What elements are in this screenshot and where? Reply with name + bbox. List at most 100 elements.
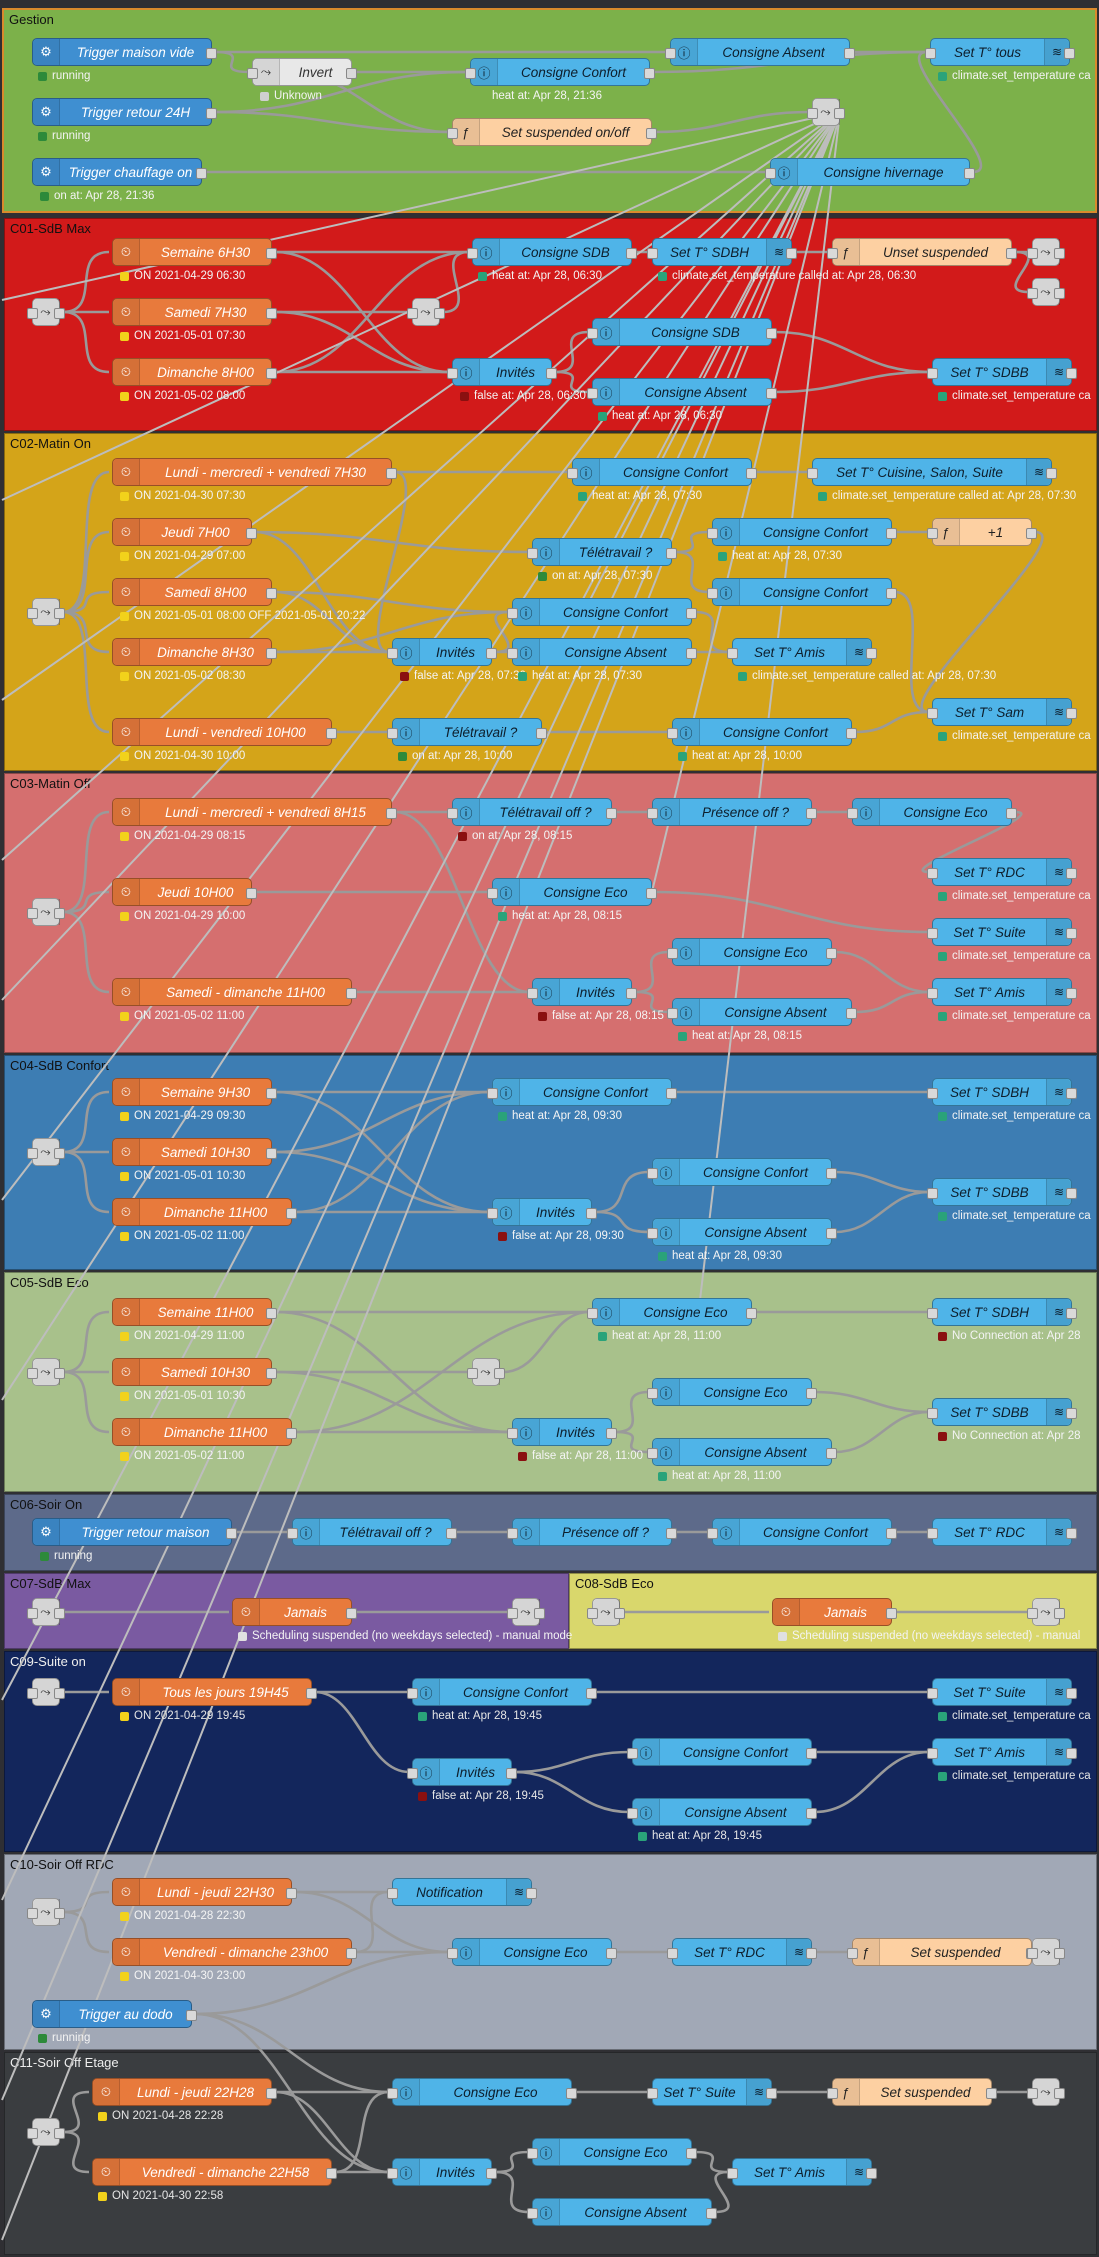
output-port[interactable] [486,2168,497,2179]
output-port[interactable] [1066,928,1077,939]
input-port[interactable] [827,2088,838,2099]
wire[interactable] [62,590,110,614]
node-sa7[interactable]: ⏲Samedi 7H30 [112,298,277,326]
node-stsdbh5[interactable]: Set T° SDBH≋ [927,1298,1077,1326]
wire[interactable] [274,590,390,654]
output-port[interactable] [1006,808,1017,819]
output-port[interactable] [886,1608,897,1619]
output-port[interactable] [826,1168,837,1179]
output-port[interactable] [286,1428,297,1439]
output-port[interactable] [346,68,357,79]
output-port[interactable] [54,2128,65,2139]
output-port[interactable] [246,528,257,539]
input-port[interactable] [667,1948,678,1959]
input-port[interactable] [927,1748,938,1759]
input-port[interactable] [387,728,398,739]
output-port[interactable] [346,1948,357,1959]
input-port[interactable] [507,1428,518,1439]
wire[interactable] [614,1430,650,1454]
output-port[interactable] [54,1368,65,1379]
node-vd2258[interactable]: ⏲Vendredi - dimanche 22H58 [92,2158,337,2186]
node-c8lo[interactable]: ⤳ [1027,1598,1065,1626]
input-port[interactable] [387,1888,398,1899]
node-c2sw[interactable]: ⤳ [27,598,65,626]
output-port[interactable] [266,1148,277,1159]
wire[interactable] [62,470,110,614]
wire[interactable] [274,590,510,614]
output-port[interactable] [1006,248,1017,259]
node-stamis2[interactable]: Set T° Amis≋ [727,638,877,666]
input-port[interactable] [925,48,936,59]
node-c4sw[interactable]: ⤳ [27,1138,65,1166]
output-port[interactable] [266,648,277,659]
output-port[interactable] [1054,1608,1065,1619]
wire[interactable] [62,1310,110,1374]
node-lo1b[interactable]: ⤳ [1027,278,1065,306]
input-port[interactable] [707,588,718,599]
wire[interactable] [62,1910,110,1954]
output-port[interactable] [54,608,65,619]
wire[interactable] [62,310,110,374]
input-port[interactable] [387,2088,398,2099]
output-port[interactable] [1066,1408,1077,1419]
node-lmv7[interactable]: ⏲Lundi - mercredi + vendredi 7H30 [112,458,397,486]
output-port[interactable] [666,1528,677,1539]
output-port[interactable] [206,108,217,119]
input-port[interactable] [27,608,38,619]
node-link0[interactable]: ⤳ [807,98,845,126]
input-port[interactable] [527,548,538,559]
wire[interactable] [254,530,390,654]
output-port[interactable] [1066,988,1077,999]
input-port[interactable] [927,528,938,539]
wire[interactable] [274,2090,390,2174]
output-port[interactable] [326,2168,337,2179]
output-port[interactable] [266,1308,277,1319]
input-port[interactable] [507,648,518,659]
node-strdc10[interactable]: Set T° RDC≋ [667,1938,817,1966]
wire[interactable] [634,950,670,994]
input-port[interactable] [927,1528,938,1539]
wire[interactable] [554,370,590,394]
input-port[interactable] [465,68,476,79]
input-port[interactable] [587,388,598,399]
wire[interactable] [274,250,470,374]
input-port[interactable] [487,1088,498,1099]
output-port[interactable] [706,2208,717,2219]
output-port[interactable] [1066,368,1077,379]
wire[interactable] [494,2150,530,2174]
input-port[interactable] [927,1088,938,1099]
output-port[interactable] [266,588,277,599]
wire[interactable] [920,530,1044,714]
wire[interactable] [274,610,510,654]
input-port[interactable] [927,1188,938,1199]
input-port[interactable] [587,1608,598,1619]
output-port[interactable] [646,888,657,899]
node-sa105[interactable]: ⏲Samedi 10H30 [112,1358,277,1386]
input-port[interactable] [707,1528,718,1539]
wire[interactable] [502,1310,590,1374]
node-c1sw2[interactable]: ⤳ [407,298,445,326]
wire[interactable] [494,2170,530,2214]
wire[interactable] [62,1090,110,1154]
input-port[interactable] [765,168,776,179]
node-strdc3[interactable]: Set T° RDC≋ [927,858,1077,886]
output-port[interactable] [826,1228,837,1239]
wire[interactable] [274,1090,490,1214]
node-je7[interactable]: ⏲Jeudi 7H00 [112,518,257,546]
output-port[interactable] [326,728,337,739]
output-port[interactable] [306,1688,317,1699]
output-port[interactable] [846,728,857,739]
node-jam7[interactable]: ⏲Jamais [232,1598,357,1626]
